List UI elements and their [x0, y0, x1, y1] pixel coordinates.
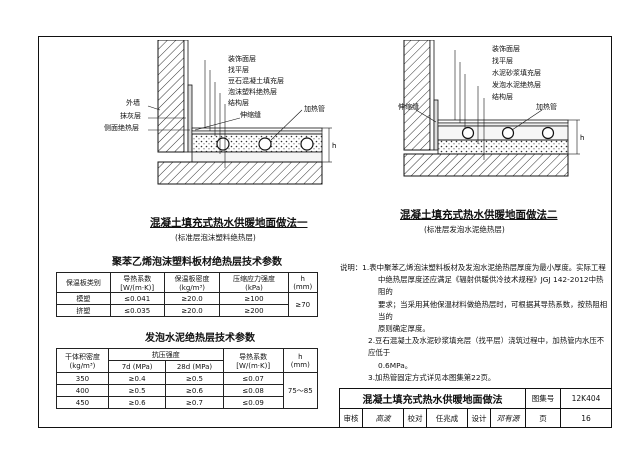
- label-plaster: 抹灰层: [120, 112, 141, 120]
- heating-pipe: [300, 137, 314, 151]
- th-h: h (mm): [282, 348, 319, 373]
- detail-1-subtitle: (标准层泡沫塑料绝热层): [175, 233, 256, 242]
- atlas-number: 12K404: [560, 388, 612, 409]
- table-cell: ≥0.5: [107, 384, 167, 397]
- th-board-type: 保温板类别: [56, 272, 111, 293]
- th-density: 保温板密度 (kg/m³): [163, 272, 221, 293]
- label-structure: 结构层: [228, 99, 249, 107]
- table-cell: 450: [56, 396, 109, 409]
- insulation-layer: [191, 151, 323, 163]
- wall: [403, 40, 431, 151]
- table-cell: ≤0.08: [222, 384, 284, 397]
- note-line: 中绝热层厚度还应满足《辐射供暖供冷技术规程》JGJ 142-2012中热阻的: [378, 275, 604, 297]
- page-label: 页: [525, 408, 561, 428]
- label-side-insulation: 侧面绝热层: [104, 124, 139, 132]
- svg-text:h: h: [332, 142, 336, 150]
- th-compressive: 压缩应力强度 (kPa): [219, 272, 289, 293]
- check-label: 校对: [403, 408, 427, 428]
- th-dry-density: 干体积密度 (kg/m³): [56, 348, 109, 373]
- label2-joint: 伸缩缝: [398, 103, 419, 111]
- table-cell-h: 75～85: [282, 372, 319, 409]
- th-strength: 抗压强度: [107, 348, 224, 361]
- drawing-title: 混凝土填充式热水供暖地面做法: [339, 388, 526, 409]
- heating-pipe: [216, 137, 230, 151]
- note-line: 3.加热管固定方式详见本图集第22页。: [368, 372, 496, 382]
- table-cell: ≥20.0: [163, 292, 221, 305]
- table-foam-cement-params: 干体积密度 (kg/m³) 抗压强度 导热系数 [W/(m·K)] h (mm)…: [56, 348, 319, 409]
- table-cell: ≥100: [219, 292, 289, 305]
- table-cell: ≤0.07: [222, 372, 284, 385]
- table-cell: ≥0.6: [165, 384, 224, 397]
- label2-structure: 结构层: [492, 93, 513, 101]
- note-line: 原则确定厚度。: [378, 324, 430, 334]
- note-line: 要求；当采用其他保温材料做绝热层时，可根据其导热系数，按热阻相当的: [378, 299, 608, 321]
- th-conductivity: 导热系数 [W/(m·K)]: [109, 272, 165, 293]
- table-cell: ≤0.041: [109, 292, 165, 305]
- th-7d: 7d (MPa): [107, 360, 167, 373]
- table-cell: ≥20.0: [163, 304, 221, 317]
- table-cell: 模塑: [56, 292, 111, 305]
- heating-pipe: [461, 126, 475, 140]
- table-cell: ≥200: [219, 304, 289, 317]
- detail-2-title: 混凝土填充式热水供暖地面做法二: [400, 209, 558, 221]
- label-pipe: 加热管: [304, 105, 325, 113]
- heating-pipe: [541, 126, 555, 140]
- th-h: h (mm): [287, 272, 318, 293]
- label2-filling: 水泥砂浆填充层: [492, 69, 541, 77]
- note-line: 2.豆石混凝土及水泥砂浆填充层（找平层）浇筑过程中，加热管内水压不应低于: [368, 336, 605, 358]
- table-2-title: 发泡水泥绝热层技术参数: [145, 333, 255, 344]
- table-cell: ≥0.4: [107, 372, 167, 385]
- table-cell: ≥0.5: [165, 372, 224, 385]
- notes: 说明：1.表中聚苯乙烯泡沫塑料板材及发泡水泥绝热层厚度为最小厚度。实际工程 中绝…: [340, 262, 610, 384]
- structural-slab: [403, 153, 569, 177]
- detail-2-subtitle: (标准层发泡水泥绝热层): [424, 225, 505, 234]
- foam-cement-layer: [437, 139, 569, 155]
- table-cell: ≥0.7: [165, 396, 224, 409]
- label-leveling: 找平层: [228, 66, 249, 74]
- label-insulation: 泡沫塑料绝热层: [228, 88, 277, 96]
- finish-layer: [437, 119, 569, 124]
- label-finish: 装饰面层: [228, 55, 256, 63]
- table-cell: 挤塑: [56, 304, 111, 317]
- label2-finish: 装饰面层: [492, 45, 520, 53]
- finish-layer: [191, 127, 323, 132]
- note-line: 0.6MPa。: [378, 360, 413, 370]
- checker-name: 任兆成: [426, 408, 468, 428]
- table-cell: 400: [56, 384, 109, 397]
- note-line: 说明：1.表中聚苯乙烯泡沫塑料板材及发泡水泥绝热层厚度为最小厚度。实际工程: [340, 263, 606, 272]
- heating-pipe: [501, 126, 515, 140]
- table-1-title: 聚苯乙烯泡沫塑料板材绝热层技术参数: [112, 257, 282, 268]
- label2-leveling: 找平层: [492, 57, 513, 65]
- detail-1-section: h: [147, 40, 336, 185]
- th-conductivity: 导热系数 [W/(m·K)]: [222, 348, 284, 373]
- table-cell: ≤0.035: [109, 304, 165, 317]
- wall: [157, 40, 185, 153]
- structural-slab: [157, 161, 323, 185]
- page-number: 16: [560, 408, 612, 428]
- table-cell: 350: [56, 372, 109, 385]
- label-filling: 豆石混凝土填充层: [228, 77, 284, 85]
- label2-insulation: 发泡水泥绝热层: [492, 81, 541, 89]
- label-joint: 伸缩缝: [240, 111, 261, 119]
- design-label: 设计: [467, 408, 491, 428]
- heating-pipe: [258, 137, 272, 151]
- label2-pipe: 加热管: [536, 103, 557, 111]
- title-block: 混凝土填充式热水供暖地面做法 图集号 12K404 审核 高波 校对 任兆成 设…: [339, 388, 612, 428]
- review-label: 审核: [339, 408, 363, 428]
- table-cell: ≤0.09: [222, 396, 284, 409]
- svg-text:h: h: [580, 134, 584, 142]
- reviewer-name: 高波: [362, 408, 404, 428]
- detail-2-section: h: [403, 40, 584, 177]
- label-outer-wall: 外墙: [126, 99, 140, 107]
- table-cell: ≥0.6: [107, 396, 167, 409]
- atlas-label: 图集号: [525, 388, 561, 409]
- th-28d: 28d (MPa): [165, 360, 224, 373]
- table-eps-params: 保温板类别 导热系数 [W/(m·K)] 保温板密度 (kg/m³) 压缩应力强…: [56, 272, 318, 317]
- designer-name: 邓有源: [490, 408, 526, 428]
- detail-1-title: 混凝土填充式热水供暖地面做法一: [150, 217, 308, 229]
- table-cell-h: ≥70: [287, 292, 318, 317]
- drawing-frame: [38, 36, 612, 428]
